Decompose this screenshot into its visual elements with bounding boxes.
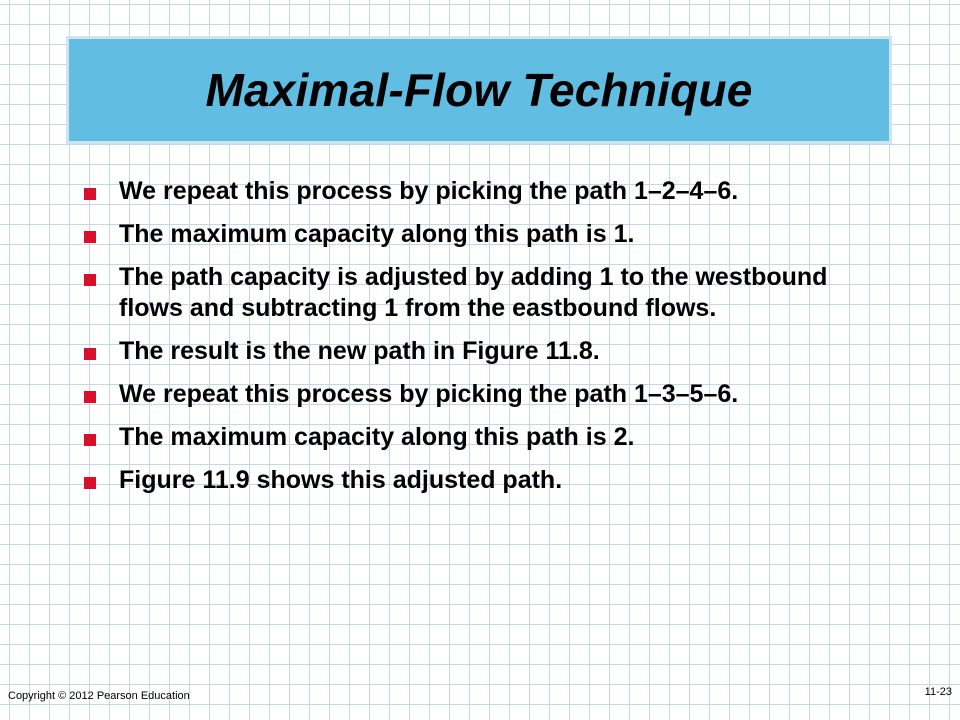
bullet-list: We repeat this process by picking the pa… xyxy=(84,176,864,508)
square-bullet-icon xyxy=(84,477,96,489)
slide-title: Maximal-Flow Technique xyxy=(205,64,753,116)
slide-number: 11-23 xyxy=(924,686,952,698)
bullet-item: The maximum capacity along this path is … xyxy=(84,219,864,250)
square-bullet-icon xyxy=(84,434,96,446)
bullet-text: The result is the new path in Figure 11.… xyxy=(119,337,600,365)
bullet-item: We repeat this process by picking the pa… xyxy=(84,379,864,410)
bullet-item: The path capacity is adjusted by adding … xyxy=(84,262,864,324)
square-bullet-icon xyxy=(84,274,96,286)
square-bullet-icon xyxy=(84,231,96,243)
copyright-notice: Copyright © 2012 Pearson Education xyxy=(8,690,190,702)
bullet-item: We repeat this process by picking the pa… xyxy=(84,176,864,207)
square-bullet-icon xyxy=(84,188,96,200)
bullet-text: Figure 11.9 shows this adjusted path. xyxy=(119,466,563,494)
bullet-text: The path capacity is adjusted by adding … xyxy=(119,263,828,322)
bullet-item: The maximum capacity along this path is … xyxy=(84,422,864,453)
square-bullet-icon xyxy=(84,391,96,403)
bullet-item: The result is the new path in Figure 11.… xyxy=(84,336,864,367)
title-banner: Maximal-Flow Technique xyxy=(66,36,892,144)
bullet-text: We repeat this process by picking the pa… xyxy=(119,177,739,205)
square-bullet-icon xyxy=(84,348,96,360)
bullet-text: The maximum capacity along this path is … xyxy=(119,423,635,451)
bullet-item: Figure 11.9 shows this adjusted path. xyxy=(84,465,864,496)
bullet-text: The maximum capacity along this path is … xyxy=(119,220,635,248)
bullet-text: We repeat this process by picking the pa… xyxy=(119,380,739,408)
